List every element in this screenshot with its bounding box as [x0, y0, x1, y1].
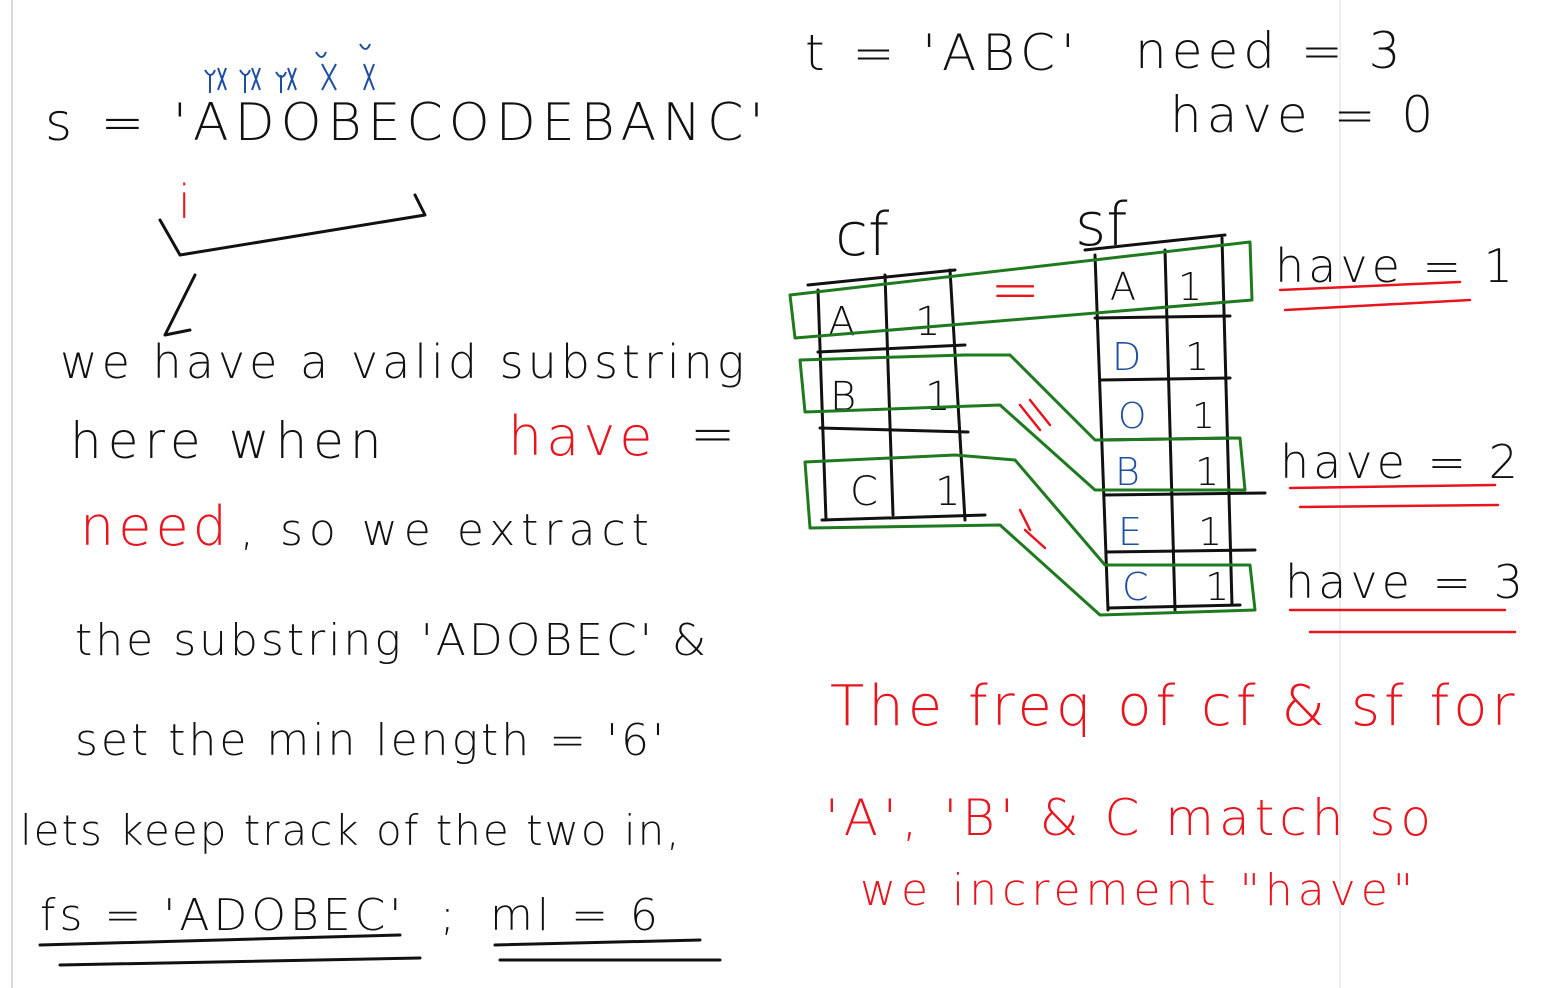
sf-row-char: O — [1118, 396, 1146, 437]
note-fs: fs = 'ADOBEC' — [40, 890, 405, 941]
have-initial: have = 0 — [1170, 86, 1438, 144]
note-line-3: , so we extract — [240, 505, 655, 556]
t-string: t = 'ABC' — [805, 24, 1081, 82]
sf-row-char: A — [1110, 265, 1136, 309]
sf-row-char: D — [1112, 335, 1141, 379]
note-have: have — [508, 405, 657, 468]
cf-row-count: 1 — [935, 469, 960, 515]
cf-label: cf — [835, 200, 889, 270]
equality-marks: = — [990, 255, 1052, 550]
arrow-to-note — [163, 273, 197, 337]
need-value: need = 3 — [1135, 22, 1405, 80]
equals-mark: = — [990, 255, 1040, 325]
note-line-5: set the min length = '6' — [75, 715, 667, 766]
have-update-3: have = 3 — [1285, 555, 1527, 609]
note-line-6: lets keep track of the two in, — [20, 806, 682, 855]
sf-row-count: 1 — [1205, 565, 1229, 609]
match-groups — [788, 240, 1257, 617]
window-markers — [204, 43, 375, 93]
red-note-line-1: The freq of cf & sf for — [830, 674, 1519, 739]
red-note-line-3: we increment "have" — [860, 865, 1418, 916]
sf-row-char: C — [1122, 565, 1149, 609]
sf-row-char: E — [1118, 510, 1142, 554]
sf-row-char: B — [1115, 450, 1140, 494]
sf-row-count: 1 — [1198, 510, 1222, 554]
cf-row-char: A — [828, 299, 855, 345]
note-ml: ml = 6 — [490, 890, 662, 941]
s-string: s = 'ADOBECODEBANC' — [45, 93, 770, 153]
note-need: need — [80, 495, 231, 558]
cf-row-count: 1 — [915, 299, 940, 345]
pointer-i: i — [178, 175, 191, 229]
sf-table: A 1 D 1 O 1 B 1 E 1 C 1 — [1083, 233, 1267, 612]
cf-row-char: B — [830, 374, 856, 420]
note-line-2: here when — [70, 412, 388, 470]
cf-row-count: 1 — [925, 374, 950, 420]
note-semicolon: ; — [440, 890, 455, 941]
explanation-note: we have a valid substring here when have… — [20, 335, 748, 967]
sf-row-count: 1 — [1178, 265, 1202, 309]
red-note-line-2: 'A', 'B' & C match so — [825, 789, 1436, 847]
sf-row-count: 1 — [1192, 396, 1215, 437]
sf-row-count: 1 — [1195, 450, 1219, 494]
have-update-2: have = 2 — [1280, 435, 1522, 489]
note-equals: = — [690, 402, 735, 465]
note-line-4: the substring 'ADOBEC' & — [75, 615, 709, 666]
substring-bracket — [158, 193, 427, 257]
cf-table: A 1 B 1 C 1 — [806, 268, 987, 522]
note-line-1: we have a valid substring — [60, 335, 748, 389]
cf-row-char: C — [850, 469, 878, 515]
have-updates: have = 1 have = 2 have = 3 — [1275, 239, 1527, 634]
red-note: The freq of cf & sf for 'A', 'B' & C mat… — [825, 674, 1519, 916]
sf-row-count: 1 — [1185, 335, 1209, 379]
